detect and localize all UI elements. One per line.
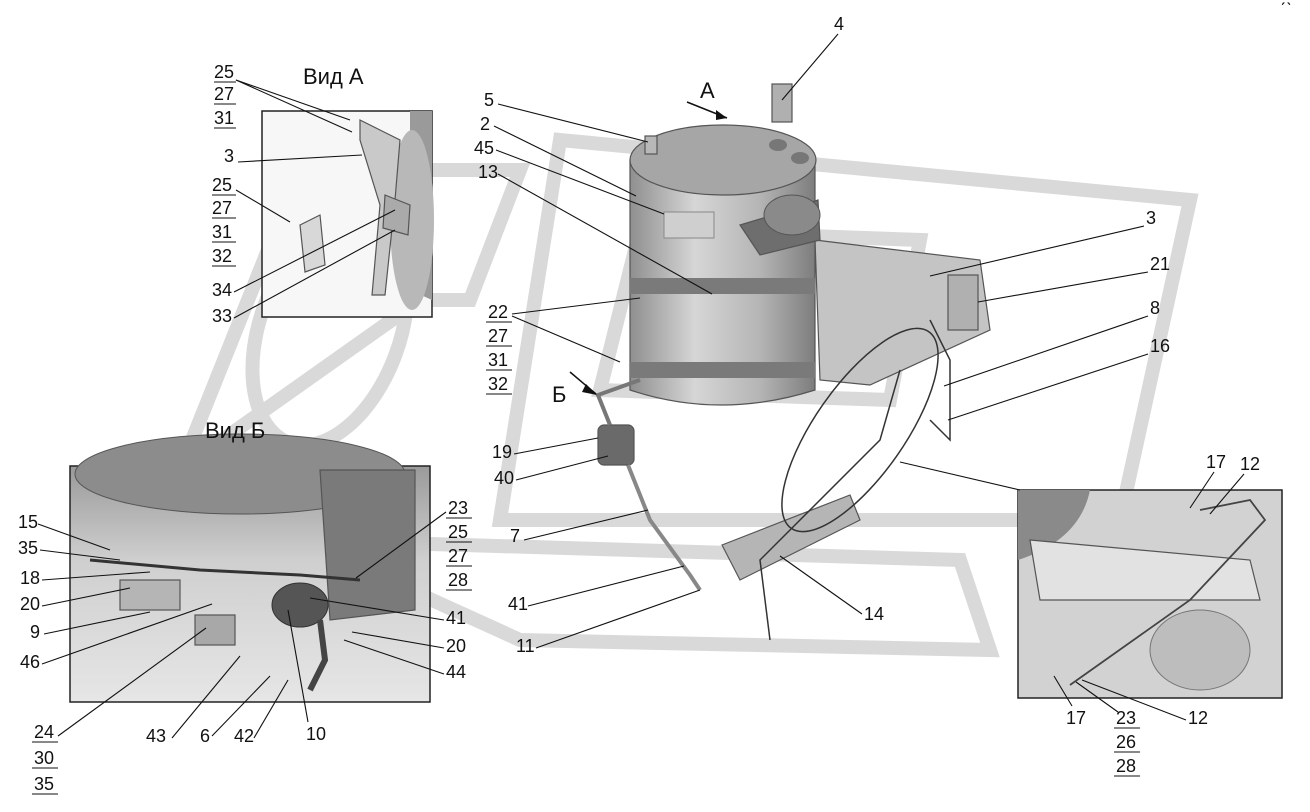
label-7: 7	[510, 526, 520, 546]
label-26-d: 26	[1116, 732, 1136, 752]
fuel-filter	[597, 424, 635, 466]
label-40: 40	[494, 468, 514, 488]
label-27-main: 27	[488, 326, 508, 346]
mounting-bracket	[814, 239, 991, 386]
label-30: 30	[34, 748, 54, 768]
label-23-b: 23	[448, 498, 468, 518]
label-31-a: 31	[214, 108, 234, 128]
view-a-bracket	[359, 119, 401, 296]
view-b-lines	[89, 558, 361, 582]
valve-4	[771, 83, 793, 123]
detail-inset-right	[1017, 489, 1283, 699]
label-16: 16	[1150, 336, 1170, 356]
control-unit-14	[721, 494, 861, 581]
label-44: 44	[446, 662, 466, 682]
tank-band-upper	[630, 278, 815, 294]
view-b-arrowhead	[582, 384, 597, 395]
label-35: 35	[18, 538, 38, 558]
fuel-line-upper	[595, 378, 641, 426]
label-18: 18	[20, 568, 40, 588]
label-17-bottom: 17	[1066, 708, 1086, 728]
label-3-r: 3	[1146, 208, 1156, 228]
label-6: 6	[200, 726, 210, 746]
arrow-label-b: Б	[552, 382, 566, 407]
label-14: 14	[864, 604, 884, 624]
label-8: 8	[1150, 298, 1160, 318]
label-5: 5	[484, 90, 494, 110]
view-b-inset	[69, 433, 431, 703]
label-41-main: 41	[508, 594, 528, 614]
label-24: 24	[34, 722, 54, 742]
label-27-b: 27	[212, 198, 232, 218]
view-b-pump	[271, 582, 329, 628]
heater-assembly	[595, 83, 991, 641]
view-a-arrowhead	[716, 110, 727, 120]
label-3-a: 3	[224, 146, 234, 166]
label-34: 34	[212, 280, 232, 300]
label-43: 43	[146, 726, 166, 746]
label-12-bottom: 12	[1188, 708, 1208, 728]
tank-label-plate	[663, 211, 715, 239]
label-31-main: 31	[488, 350, 508, 370]
view-a-plate	[299, 214, 326, 273]
mounting-plate	[947, 274, 979, 331]
label-12-top: 12	[1240, 454, 1260, 474]
label-19: 19	[492, 442, 512, 462]
label-31-b: 31	[212, 222, 232, 242]
top-fitting-1	[769, 139, 787, 151]
label-32-b: 32	[212, 246, 232, 266]
cable-8	[929, 319, 951, 442]
label-23-d: 23	[1116, 708, 1136, 728]
corner-mark: ˊˋ	[1280, 0, 1292, 20]
label-15: 15	[18, 512, 38, 532]
fuel-line-7	[626, 464, 702, 592]
label-2: 2	[480, 114, 490, 134]
label-28-d: 28	[1116, 756, 1136, 776]
label-25-a: 25	[214, 62, 234, 82]
view-b-bracket	[119, 579, 181, 611]
label-20: 20	[20, 594, 40, 614]
label-4: 4	[834, 14, 844, 34]
label-46: 46	[20, 652, 40, 672]
label-25-b: 25	[212, 175, 232, 195]
view-a-title: Вид А	[303, 64, 364, 89]
view-b-housing	[319, 469, 416, 621]
detail-cylinder	[1149, 609, 1251, 691]
label-45: 45	[474, 138, 494, 158]
label-42: 42	[234, 726, 254, 746]
view-a-clamp	[382, 194, 411, 236]
label-28-c: 28	[448, 570, 468, 590]
view-b-title: Вид Б	[205, 418, 265, 443]
label-33: 33	[212, 306, 232, 326]
view-b-clip	[194, 614, 236, 646]
label-11: 11	[516, 636, 535, 656]
view-b-hose	[307, 619, 329, 692]
cable-16	[759, 369, 901, 641]
label-17-top: 17	[1206, 452, 1226, 472]
heater-tank-top	[629, 124, 817, 196]
label-22: 22	[488, 302, 508, 322]
label-25-c: 25	[448, 522, 468, 542]
view-a-tank-edge	[390, 130, 434, 310]
label-27-a: 27	[214, 84, 234, 104]
exhaust-elbow-end	[763, 194, 821, 236]
tank-band-lower	[630, 362, 815, 378]
detail-cable	[1069, 499, 1267, 686]
label-13: 13	[478, 162, 498, 182]
top-fitting-2	[791, 152, 809, 164]
detail-ribbed-plate	[1029, 539, 1261, 601]
label-10: 10	[306, 724, 326, 744]
label-21: 21	[1150, 254, 1170, 274]
label-27-c: 27	[448, 546, 468, 566]
view-a-inset	[261, 110, 434, 318]
fitting-5	[644, 135, 658, 155]
label-41-b: 41	[446, 608, 466, 628]
label-32-main: 32	[488, 374, 508, 394]
arrow-label-a: А	[700, 78, 715, 103]
label-35-b: 35	[34, 774, 54, 794]
label-20-r: 20	[446, 636, 466, 656]
label-9: 9	[30, 622, 40, 642]
